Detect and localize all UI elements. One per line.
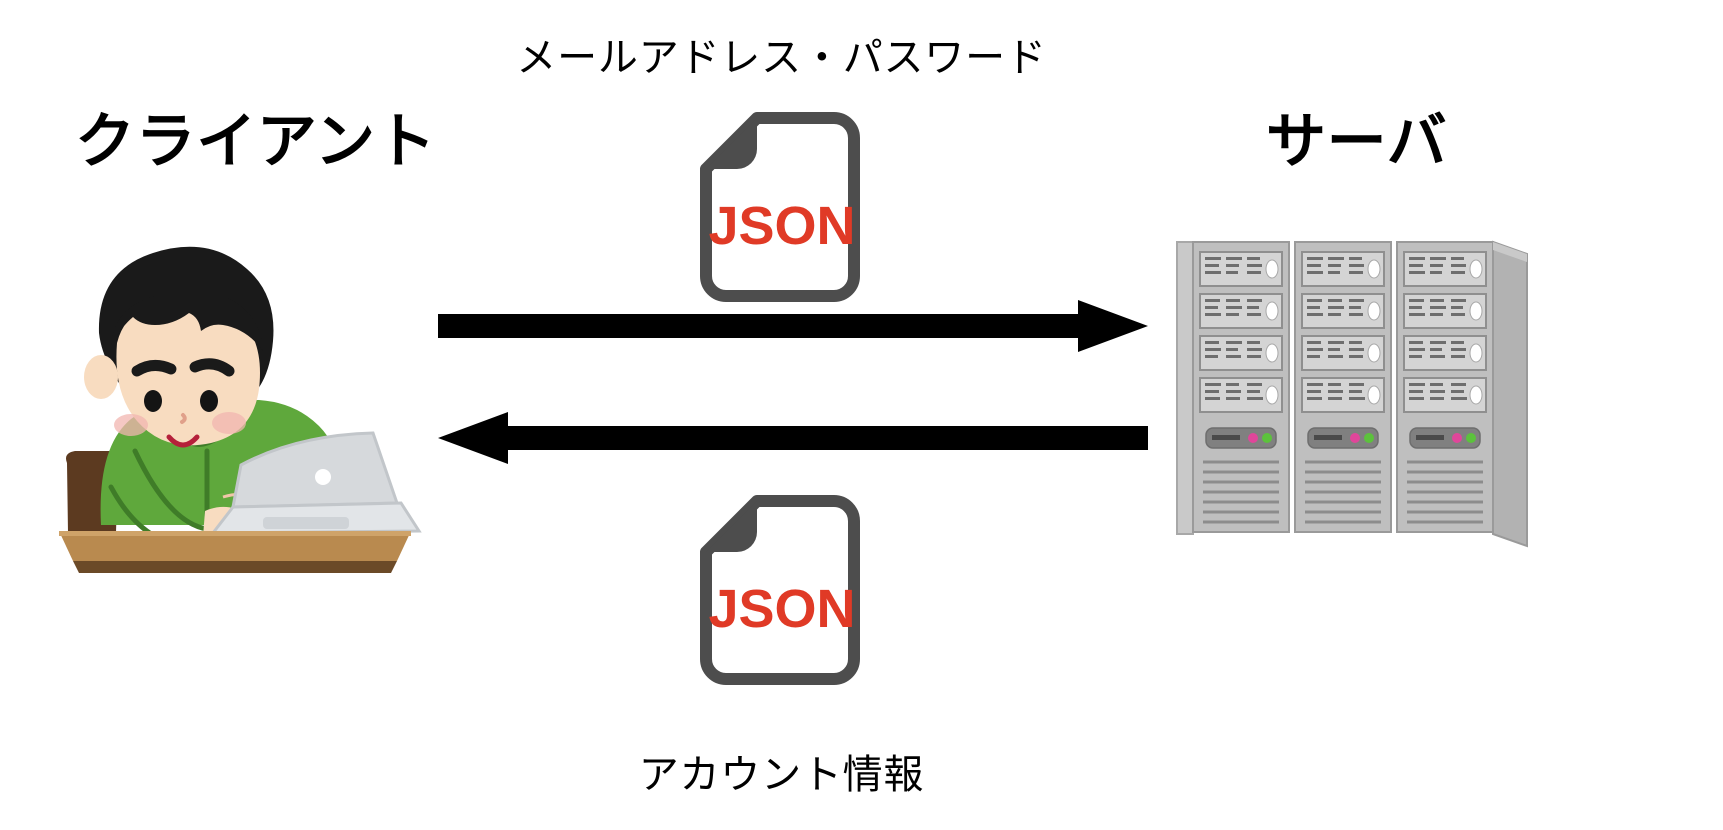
server-rack-column-1	[1191, 240, 1291, 534]
desk-top	[59, 531, 411, 561]
desk-edge	[73, 561, 397, 573]
hair-fringe-shape	[111, 290, 263, 351]
json-label-top-text: JSON	[708, 196, 855, 256]
client-title: クライアント	[75, 108, 437, 175]
eyebrow-left	[131, 360, 177, 377]
laptop-keyboard	[263, 517, 349, 529]
cheek-right	[212, 412, 246, 434]
request-arrow-right-icon	[438, 300, 1148, 352]
bottom-message-label: アカウント情報	[638, 753, 925, 797]
json-label-bottom-text: JSON	[708, 579, 855, 639]
eyebrow-right	[189, 358, 235, 377]
cheek-left	[114, 414, 148, 436]
eye-left	[144, 390, 162, 412]
server-rack-column-2	[1293, 240, 1393, 534]
json-file-icon-bottom: JSON	[700, 495, 860, 685]
top-message-label: メールアドレス・パスワード	[516, 36, 1047, 80]
laptop-logo	[315, 469, 331, 485]
client-person-illustration	[55, 225, 435, 573]
json-file-icon-top: JSON	[700, 112, 860, 302]
server-rack-column-3	[1395, 240, 1495, 534]
eye-right	[200, 390, 218, 412]
server-side-panel	[1492, 240, 1528, 548]
laptop-screen	[231, 431, 400, 509]
server-rack-illustration	[1175, 238, 1545, 548]
response-arrow-left-icon	[438, 412, 1148, 464]
server-title: サーバ	[1266, 108, 1448, 175]
ear-shape	[84, 355, 118, 399]
mouth-shape	[166, 434, 200, 448]
